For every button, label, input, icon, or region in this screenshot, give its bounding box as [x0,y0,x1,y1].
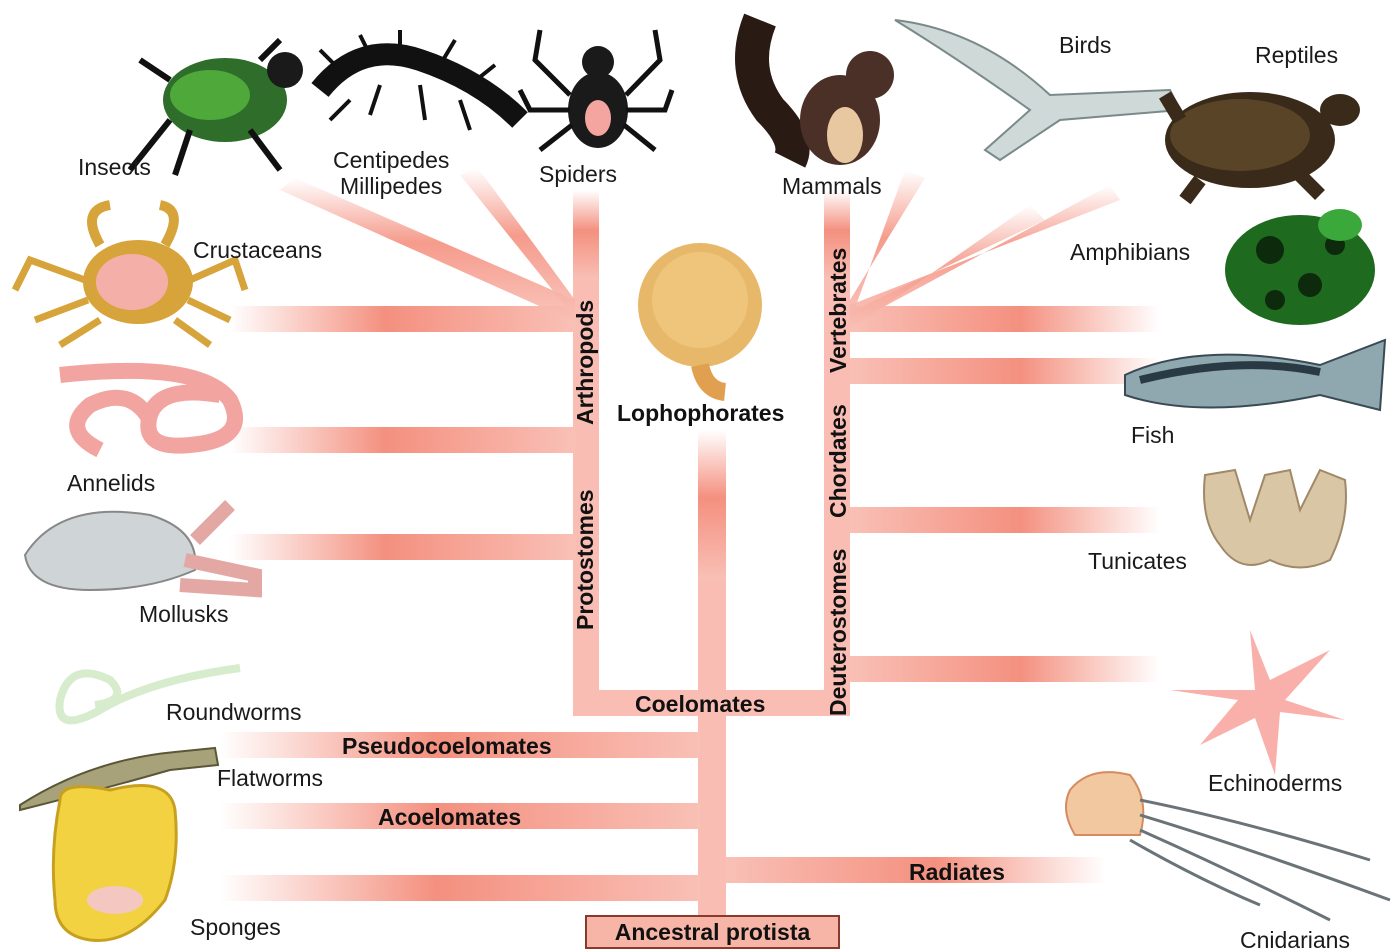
label-roundworms: Roundworms [166,700,302,724]
spider-picture [520,30,672,150]
label-insects: Insects [78,155,151,179]
label-coelomates: Coelomates [635,692,765,716]
label-flatworms: Flatworms [217,766,323,790]
echinoderm-picture [1170,630,1345,775]
label-annelids: Annelids [67,471,155,495]
root-ancestral-protista: Ancestral protista [585,915,840,949]
fish-picture [1125,340,1385,410]
bird-picture [895,20,1180,160]
label-amphibians: Amphibians [1070,240,1190,264]
label-echinoderms: Echinoderms [1208,771,1342,795]
crustacean-picture [15,205,245,345]
tunicate-picture [1204,470,1346,568]
annelid-picture [60,371,235,450]
label-reptiles: Reptiles [1255,43,1338,67]
label-spiders: Spiders [539,162,617,186]
label-pseudocoelomates: Pseudocoelomates [342,734,552,758]
insect-picture [130,40,303,175]
amphibian-picture [1225,209,1375,325]
label-centipedes: Centipedes [333,148,449,172]
mammal-picture [752,20,894,165]
label-fish: Fish [1131,423,1174,447]
label-deuterostomes: Deuterostomes [825,549,852,716]
sponge-picture [53,786,176,941]
label-mollusks: Mollusks [139,602,228,626]
label-arthropods: Arthropods [572,300,599,425]
label-crustaceans: Crustaceans [193,238,322,262]
label-tunicates: Tunicates [1088,549,1187,573]
label-acoelomates: Acoelomates [378,805,521,829]
label-mammals: Mammals [782,174,882,198]
reptile-picture [1165,92,1360,200]
label-cnidarians: Cnidarians [1240,928,1350,952]
label-birds: Birds [1059,33,1111,57]
label-vertebrates: Vertebrates [825,248,852,373]
label-millipedes: Millipedes [340,174,442,198]
lophophorate-picture [638,243,762,392]
label-sponges: Sponges [190,915,281,939]
label-protostomes: Protostomes [572,489,599,630]
label-lophophorates: Lophophorates [617,401,784,425]
label-radiates: Radiates [909,860,1005,884]
centipede-picture [320,30,520,130]
label-chordates: Chordates [825,404,852,518]
mollusk-picture [25,505,255,590]
